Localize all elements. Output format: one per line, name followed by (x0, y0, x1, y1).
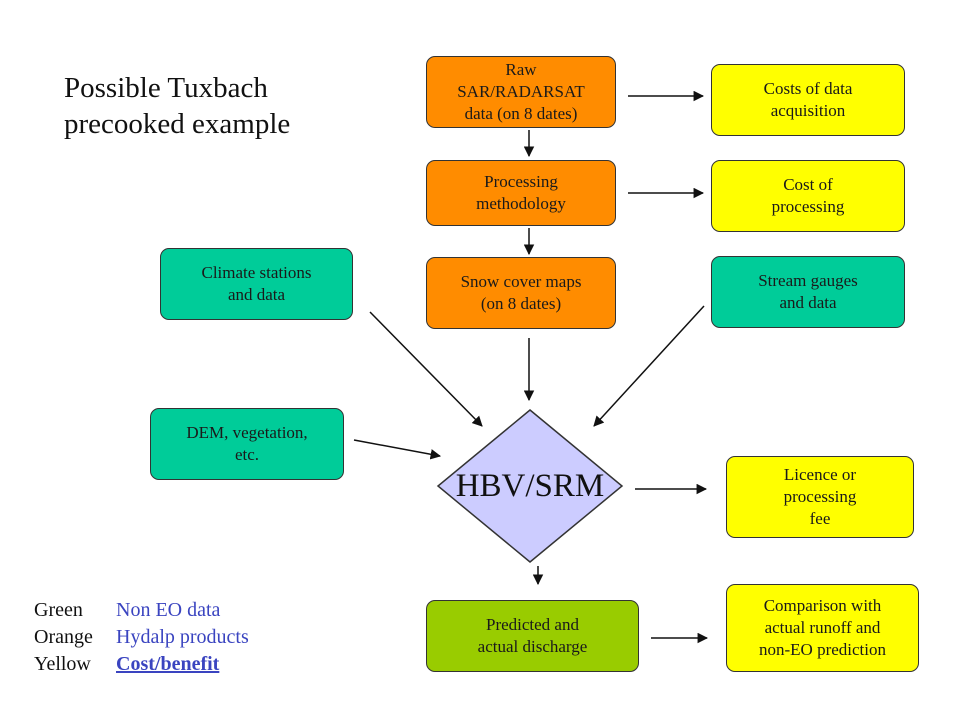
box-raw-sar-data: Raw SAR/RADARSAT data (on 8 dates) (426, 56, 616, 128)
box-snow-cover-maps: Snow cover maps (on 8 dates) (426, 257, 616, 329)
box-dem-vegetation: DEM, vegetation, etc. (150, 408, 344, 480)
box-costs-of-data-acquisition: Costs of data acquisition (711, 64, 905, 136)
box-cost-of-processing: Cost of processing (711, 160, 905, 232)
legend-value: Non EO data (116, 599, 221, 621)
legend-row-orange: Orange Hydalp products (34, 624, 249, 651)
box-licence-fee: Licence or processing fee (726, 456, 914, 538)
legend-row-yellow: Yellow Cost/benefit (34, 651, 249, 678)
page-title: Possible Tuxbach precooked example (64, 72, 291, 140)
model-label: HBV/SRM (455, 468, 605, 504)
arrow-climate-to-model (369, 311, 483, 427)
color-legend: Green Non EO data Orange Hydalp products… (34, 597, 249, 678)
arrow-dem-to-model (353, 439, 442, 460)
legend-key: Orange (34, 626, 93, 648)
legend-key: Green (34, 599, 83, 621)
arrow-stream-to-model (593, 305, 705, 427)
model-diamond (436, 409, 624, 563)
legend-row-green: Green Non EO data (34, 597, 249, 624)
cost-benefit-link[interactable]: Cost/benefit (116, 653, 220, 675)
legend-value: Hydalp products (116, 626, 249, 648)
box-comparison: Comparison with actual runoff and non-EO… (726, 584, 919, 672)
legend-key: Yellow (34, 653, 91, 675)
box-climate-stations: Climate stations and data (160, 248, 353, 320)
box-stream-gauges: Stream gauges and data (711, 256, 905, 328)
box-processing-methodology: Processing methodology (426, 160, 616, 226)
box-predicted-discharge: Predicted and actual discharge (426, 600, 639, 672)
